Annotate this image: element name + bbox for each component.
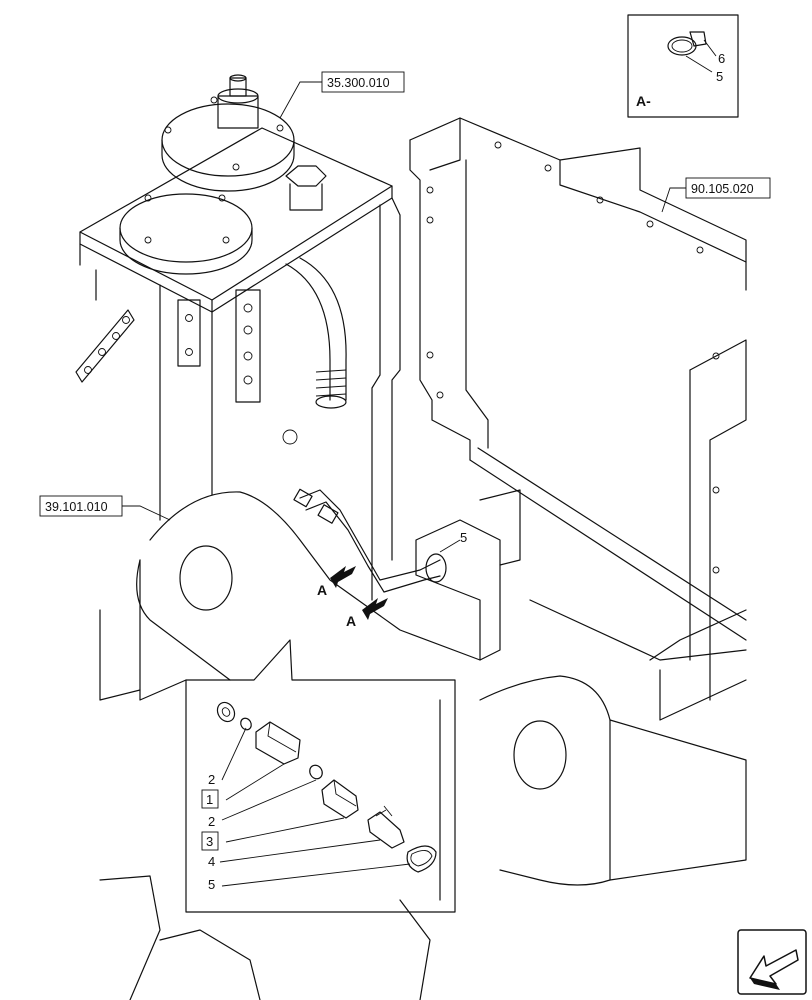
inset-callout-2a: 2 (208, 772, 215, 787)
detail-view-label: A- (636, 93, 651, 109)
inset-callout-2b: 2 (208, 814, 215, 829)
loader-boom (99, 491, 747, 1000)
ref-label-boom: 39.101.010 (45, 500, 108, 514)
inset-callout-5: 5 (208, 877, 215, 892)
ref-label-frame: 90.105.020 (691, 182, 754, 196)
detail-view-a: 6 5 A- (627, 14, 739, 118)
arrow-label-a-2: A (346, 613, 356, 629)
arrow-a-upper (330, 566, 356, 588)
arrow-a-lower (362, 598, 388, 620)
sensor-bracket (293, 488, 521, 661)
chassis-frame (409, 117, 747, 721)
detail-callout-5: 5 (716, 69, 723, 84)
callout-hose-clip: 5 (460, 530, 467, 545)
direction-arrow-icon[interactable] (737, 929, 807, 995)
inset-callout-3-boxed: 3 (206, 834, 213, 849)
view-arrows: A A (317, 566, 388, 629)
reference-callouts: 35.300.010 90.105.020 39.101.010 5 (39, 71, 771, 553)
inset-callout-4: 4 (208, 854, 215, 869)
inset-callout-1-boxed: 1 (206, 792, 213, 807)
inset-exploded-view: 2 1 2 3 4 5 (185, 639, 456, 913)
detail-callout-6: 6 (718, 51, 725, 66)
hydraulic-tank (75, 74, 401, 601)
ref-label-tank: 35.300.010 (327, 76, 390, 90)
arrow-label-a-1: A (317, 582, 327, 598)
